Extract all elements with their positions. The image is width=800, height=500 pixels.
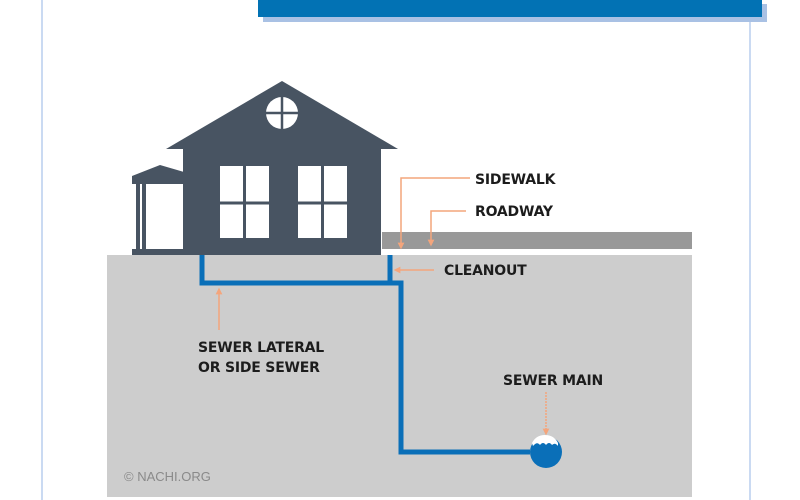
label-sewer-lateral-line1: SEWER LATERAL xyxy=(198,340,324,356)
sewer-lateral-pipe xyxy=(199,255,530,455)
label-cleanout: CLEANOUT xyxy=(444,263,527,279)
label-sewer-lateral-line2: OR SIDE SEWER xyxy=(198,360,320,376)
label-roadway: ROADWAY xyxy=(475,204,554,220)
sewer-main-pipe xyxy=(530,435,562,468)
porch-column xyxy=(142,182,146,250)
label-sidewalk: SIDEWALK xyxy=(475,172,557,188)
roadway-arrow xyxy=(427,210,466,247)
porch-base xyxy=(132,249,184,255)
credit-text: © NACHI.ORG xyxy=(124,469,211,484)
house xyxy=(132,81,398,255)
window-left xyxy=(220,166,269,238)
house-body xyxy=(183,149,381,255)
porch-beam xyxy=(132,176,184,184)
header-banner xyxy=(258,0,762,17)
roadway xyxy=(382,232,692,249)
porch-column xyxy=(136,182,140,250)
sidewalk-arrow xyxy=(397,177,470,250)
attic-window xyxy=(266,97,298,129)
label-sewer-main: SEWER MAIN xyxy=(503,373,603,389)
window-right xyxy=(298,166,347,238)
